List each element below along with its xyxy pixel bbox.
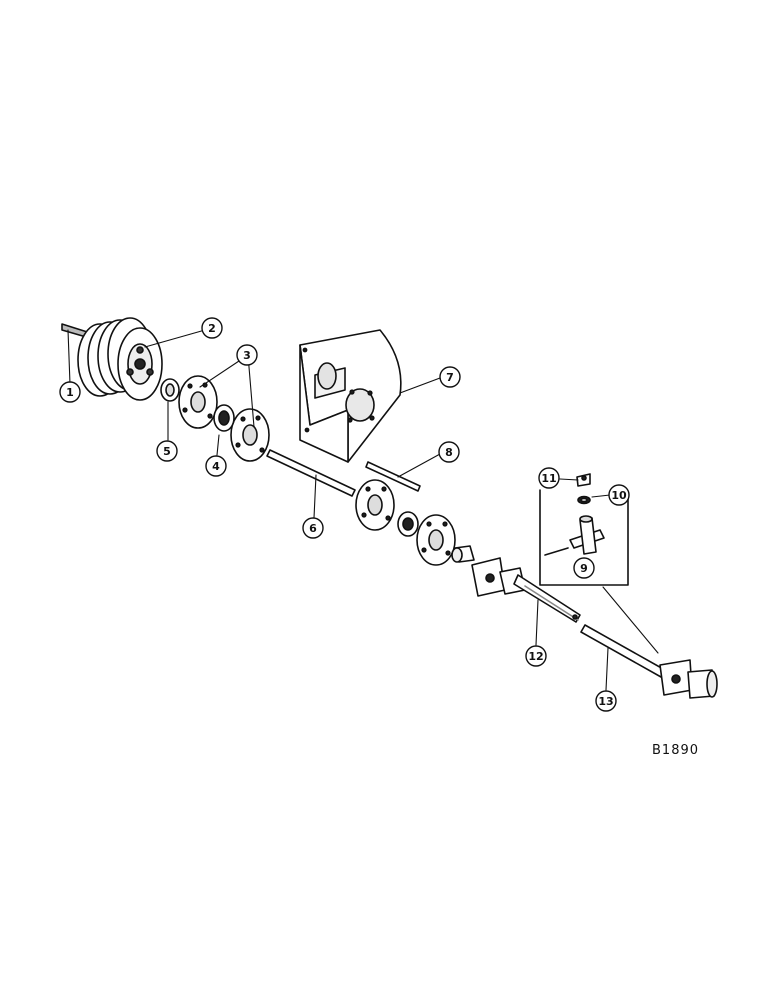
- part-seal: [577, 495, 591, 505]
- part-short-shaft: [365, 461, 421, 492]
- callout-11: 11: [538, 467, 560, 489]
- part-collar: [160, 378, 180, 402]
- callout-3-label: 3: [243, 349, 251, 362]
- callouts: 1 2 3 4 5 6 7 8: [59, 317, 630, 712]
- part-fitting: [576, 473, 591, 487]
- callout-13: 13: [595, 690, 617, 712]
- callout-1-label: 1: [66, 386, 74, 399]
- part-housing-bracket: [299, 329, 402, 463]
- callout-1: 1: [59, 381, 81, 403]
- part-cross-bearing: [569, 515, 605, 555]
- callout-10-label: 10: [611, 489, 627, 502]
- part-rear-shaft-joint: [580, 624, 718, 699]
- part-flange-set-front: [178, 375, 270, 462]
- callout-9-label: 9: [580, 562, 588, 575]
- callout-7-label: 7: [446, 371, 454, 384]
- leader-lines: [67, 329, 659, 691]
- part-sleeve: [451, 545, 475, 563]
- callout-8-label: 8: [445, 446, 453, 459]
- callout-4: 4: [205, 455, 227, 477]
- callout-6-label: 6: [309, 522, 317, 535]
- diagram-reference-code: B1890: [652, 743, 699, 758]
- callout-9: 9: [573, 557, 595, 579]
- callout-10: 10: [608, 484, 630, 506]
- part-bearing-front: [213, 404, 235, 432]
- part-universal-joint-shaft: [471, 557, 581, 623]
- callout-4-label: 4: [212, 460, 220, 473]
- callout-12: 12: [525, 645, 547, 667]
- callout-5: 5: [156, 440, 178, 462]
- callout-2-label: 2: [208, 322, 216, 335]
- callout-8: 8: [438, 441, 460, 463]
- part-flange-set-rear: [355, 479, 456, 566]
- callout-7: 7: [439, 366, 461, 388]
- callout-13-label: 13: [598, 695, 613, 708]
- callout-5-label: 5: [163, 445, 171, 458]
- kit-bracket: [539, 489, 629, 586]
- callout-6: 6: [302, 517, 324, 539]
- part-sheave-pulley: [77, 317, 163, 401]
- callout-12-label: 12: [528, 650, 543, 663]
- callout-11-label: 11: [541, 472, 556, 485]
- callout-2: 2: [201, 317, 223, 339]
- callout-3: 3: [236, 344, 258, 366]
- part-long-shaft: [266, 449, 356, 497]
